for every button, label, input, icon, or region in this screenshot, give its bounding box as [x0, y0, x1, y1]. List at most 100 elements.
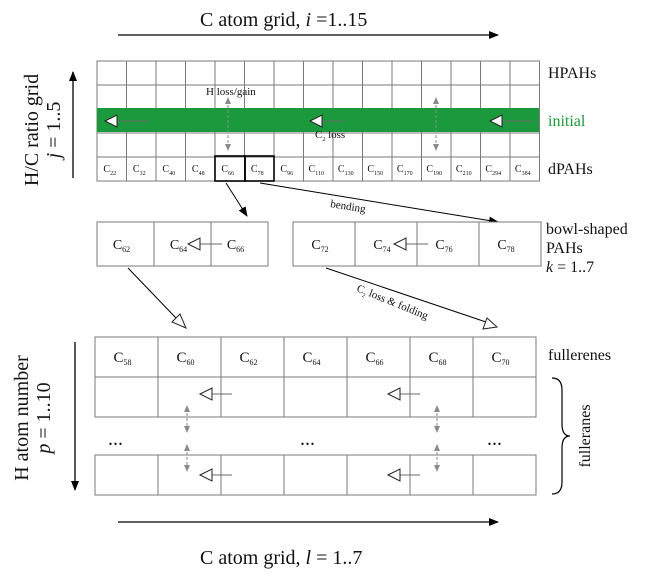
- grid-cell: [214, 60, 245, 86]
- grid-cell: [185, 132, 216, 158]
- fullerene-cell: [472, 454, 537, 496]
- grid-cell: [155, 60, 186, 86]
- grid-cell: [96, 60, 127, 86]
- grid-cell: [155, 156, 186, 182]
- hollow-arrowhead: [488, 114, 503, 128]
- row-label-initial: initial: [548, 113, 586, 130]
- grid-cell: [155, 132, 186, 158]
- fullerenes-label: fullerenes: [548, 347, 611, 364]
- dpah-cell-label: C40: [162, 164, 175, 177]
- grid-cell: [96, 132, 127, 158]
- fullerene-cell: [94, 454, 159, 496]
- dpah-cell-label: C32: [133, 164, 146, 177]
- fullerane-vertical-arrows: [184, 405, 440, 472]
- hollow-arrowhead: [392, 237, 407, 251]
- grid-cell: [391, 84, 422, 110]
- bowl-cell-label: C66: [227, 238, 244, 254]
- fullerene-cell: [283, 376, 348, 418]
- grid-cell: [273, 84, 304, 110]
- grid-cell: [480, 60, 511, 86]
- hollow-arrowhead: [171, 313, 187, 329]
- bottom-axis-label: C atom grid, l = 1..7: [200, 547, 362, 569]
- c2-loss-label: C2 loss: [315, 129, 345, 143]
- ellipsis-right: ...: [487, 428, 502, 450]
- fullerene-cell: [409, 454, 474, 496]
- fullerane-arrows: [198, 387, 420, 482]
- grid-cell: [332, 156, 363, 182]
- bowl-arrows: [186, 237, 428, 251]
- hollow-arrowhead: [386, 387, 401, 401]
- grid-cell: [126, 84, 157, 110]
- grid-cell: [185, 60, 216, 86]
- dpah-cell-label: C150: [367, 164, 383, 177]
- bowl-cell-label: C64: [170, 238, 187, 254]
- row-label-dpahs: dPAHs: [548, 161, 593, 178]
- dpah-cell-label: C48: [192, 164, 205, 177]
- dpah-cell-label: C22: [103, 164, 116, 177]
- grid-cell: [303, 156, 334, 182]
- grid-cell: [185, 156, 216, 182]
- grid-cell: [126, 132, 157, 158]
- fullerene-cell-label: C68: [428, 350, 446, 367]
- grid-cell: [362, 60, 393, 86]
- bowl-cell: [478, 221, 542, 267]
- grid-cell: [214, 156, 245, 182]
- arrow-to-bowl-left: [225, 182, 248, 217]
- grid-cell: [509, 60, 540, 86]
- fullerene-cell: [472, 376, 537, 418]
- grid-cell: [303, 84, 334, 110]
- dpah-cell-label: C78: [251, 164, 264, 177]
- row-label-hpahs: HPAHs: [548, 65, 596, 82]
- grid-cell: [362, 132, 393, 158]
- dpah-cell-label: C294: [485, 164, 501, 177]
- grid-cell: [96, 156, 127, 182]
- hollow-arrowhead: [103, 114, 118, 128]
- grid-cell: [214, 84, 245, 110]
- fullerene-cell: [346, 376, 411, 418]
- c2-loss-folding-label: C2 loss & folding: [354, 283, 430, 325]
- dpah-cell-label: C110: [309, 164, 324, 177]
- grid-cell: [509, 156, 540, 182]
- fullerene-cell: [94, 336, 159, 378]
- hollow-arrowhead: [186, 237, 201, 251]
- h-axis-label: H atom number p = 1..10: [11, 355, 55, 481]
- dpah-cell-label: C384: [515, 164, 531, 177]
- bowl-cell: [354, 221, 418, 267]
- grid-cell: [244, 84, 275, 110]
- hc-axis-label: H/C ratio grid j = 1..5: [21, 74, 65, 186]
- grid-cell: [273, 60, 304, 86]
- bowl-label-line2: PAHs: [546, 240, 583, 257]
- dpah-cell-label: C190: [426, 164, 442, 177]
- grid-cell: [303, 60, 334, 86]
- grid-cell: [509, 132, 540, 158]
- grid-cell: [126, 156, 157, 182]
- dpah-cell-label: C130: [338, 164, 354, 177]
- grid-cell: [244, 156, 275, 182]
- fullerene-cell-label: C64: [302, 350, 320, 367]
- fullerene-cell-label: C60: [176, 350, 194, 367]
- grid-cell: [480, 156, 511, 182]
- fullerene-cell: [220, 336, 285, 378]
- grid-cell: [421, 84, 452, 110]
- dpah-cell-label: C66: [221, 164, 234, 177]
- bending-label: bending: [330, 198, 367, 215]
- grid-cell: [155, 84, 186, 110]
- bowl-cell-label: C78: [497, 238, 514, 254]
- grid-cell: [273, 132, 304, 158]
- svg-text:j = 1..5: j = 1..5: [43, 102, 65, 162]
- grid-cell: [332, 60, 363, 86]
- fullerene-cell-label: C66: [365, 350, 383, 367]
- top-axis-label: C atom grid, i =1..15: [200, 9, 367, 31]
- fullerene-cell: [472, 336, 537, 378]
- grid-cell: [96, 84, 127, 110]
- hollow-arrowhead: [198, 387, 213, 401]
- svg-text:p = 1..10: p = 1..10: [33, 382, 55, 455]
- grid-cell: [362, 84, 393, 110]
- grid-cell: [273, 156, 304, 182]
- grid-cell: [244, 60, 275, 86]
- bowl-cell-label: C72: [311, 238, 328, 254]
- grid-cell: [480, 84, 511, 110]
